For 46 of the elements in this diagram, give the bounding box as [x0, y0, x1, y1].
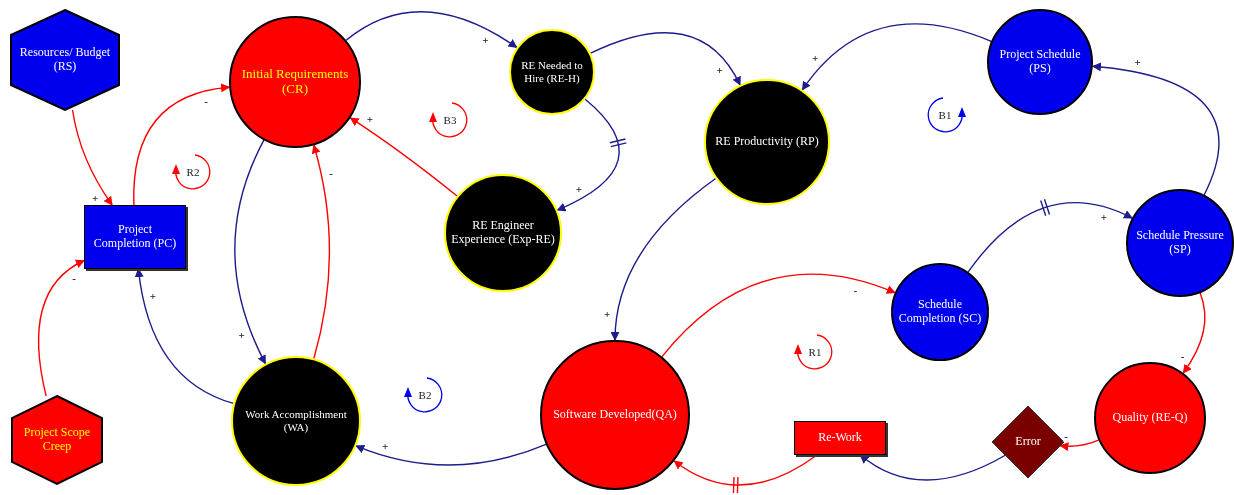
arrow	[1059, 439, 1100, 451]
node-label: Project Scope Creep	[22, 426, 92, 454]
node-label: Project Completion (PC)	[92, 223, 178, 251]
node-label: RE Needed to Hire (RE-H)	[520, 59, 584, 85]
arrow	[967, 201, 1133, 273]
arrow	[38, 259, 85, 397]
arrow	[859, 454, 1006, 481]
arrow	[133, 83, 231, 206]
polarity-sign: +	[237, 330, 246, 341]
node-label: Work Accomplishment (WA)	[244, 408, 348, 434]
node-label: Software Developed(QA)	[552, 408, 678, 422]
arrow	[610, 177, 717, 341]
process-box	[794, 421, 886, 455]
loop-label: B1	[938, 109, 952, 121]
hexagon-node	[12, 396, 102, 484]
arrow	[661, 273, 896, 358]
node-label: Resources/ Budget (RS)	[18, 46, 112, 74]
hexagon-node	[11, 10, 119, 110]
loop-label: R2	[186, 166, 200, 178]
node-label: RE Engineer Experience (Exp-RE)	[450, 219, 556, 247]
node-label: Re-Work	[817, 431, 863, 445]
node-label: RE Productivity (RP)	[714, 135, 820, 149]
arrow	[556, 98, 620, 211]
arrow	[673, 454, 818, 486]
node-label: Error	[1014, 435, 1042, 449]
arrow	[349, 117, 458, 197]
loop-label: B2	[418, 389, 432, 401]
arrow	[135, 268, 235, 405]
node-label: Schedule Pressure (SP)	[1135, 229, 1225, 257]
loop-label: B3	[443, 114, 457, 126]
arrow	[311, 144, 331, 360]
arrow	[355, 443, 547, 466]
arrow	[589, 32, 741, 86]
node-label: Quality (RE-Q)	[1111, 411, 1189, 425]
arrow	[1182, 292, 1206, 374]
arrow	[801, 23, 992, 91]
arrow	[1091, 62, 1220, 196]
arrow	[234, 139, 267, 365]
arrow	[345, 11, 518, 49]
node-label: Schedule Completion (SC)	[897, 298, 983, 326]
node-label: Initial Requirements (CR)	[240, 67, 350, 97]
node-label: Project Schedule (PS)	[998, 48, 1082, 76]
loop-label: R1	[808, 346, 822, 358]
arrow	[71, 109, 113, 206]
stock-box	[84, 205, 186, 269]
decision-diamond	[992, 406, 1064, 478]
